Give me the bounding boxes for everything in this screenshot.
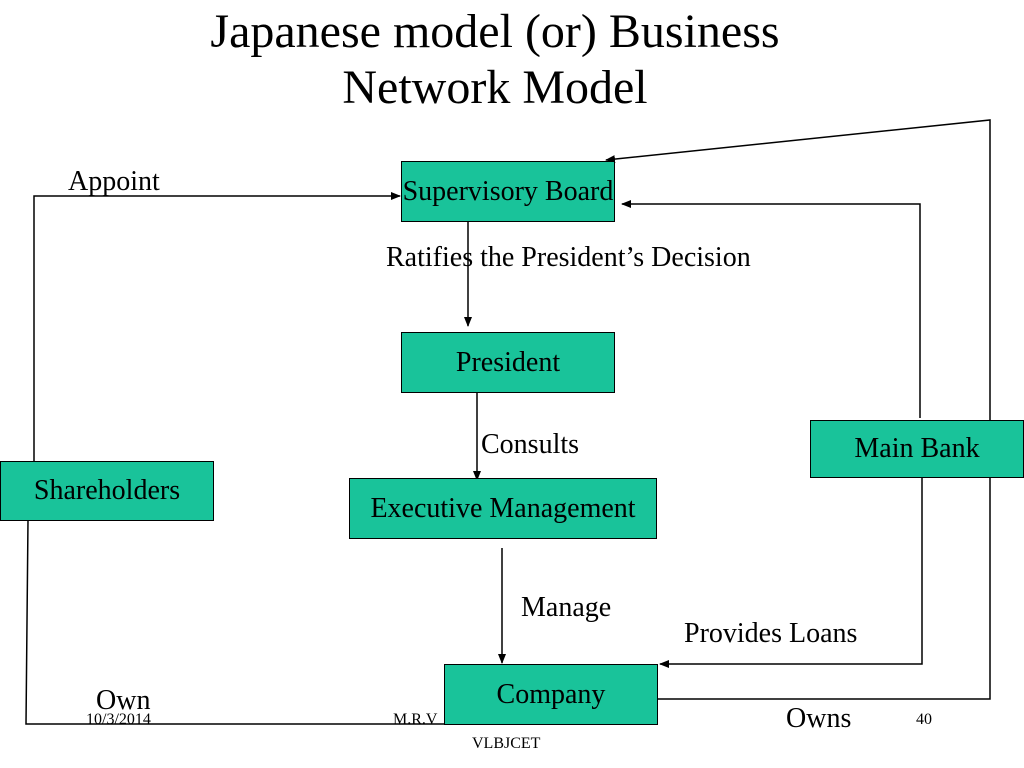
consults-label: Consults [481,429,580,460]
title-line-2: Network Model [342,61,648,114]
manage-label: Manage [521,592,612,623]
footer-page-number: 40 [916,711,932,728]
bank-to-board-arrow [621,200,921,418]
title-line-1: Japanese model (or) Business [210,5,780,58]
company-box: Company [444,664,658,725]
provides-loans-label: Provides Loans [684,618,858,649]
shareholders-box: Shareholders [0,461,214,521]
shareholders-label: Shareholders [33,475,181,506]
appoint-label: Appoint [68,166,160,197]
executive-management-label: Executive Management [370,492,636,524]
owns-label: Owns [786,703,852,734]
main-bank-box: Main Bank [810,420,1024,478]
own-label: Own [96,685,151,716]
supervisory-board-label: Supervisory Board [402,175,614,207]
footer-date: 10/3/2014 [86,711,151,728]
slide-title: Japanese model (or) Business Network Mod… [0,4,990,116]
main-bank-label: Main Bank [854,433,980,464]
appoint-arrow [33,192,401,462]
president-label: President [455,346,561,378]
company-label: Company [496,678,606,710]
footer-institution: VLBJCET [472,735,541,752]
executive-management-box: Executive Management [349,478,657,539]
provides-loans-arrow [659,478,923,668]
footer-author: M.R.V [393,711,438,728]
own-line [25,519,445,725]
ratifies-label: Ratifies the President’s Decision [386,242,751,273]
owns-loop-arrow [605,119,991,700]
supervisory-board-box: Supervisory Board [401,161,615,222]
president-box: President [401,332,615,393]
